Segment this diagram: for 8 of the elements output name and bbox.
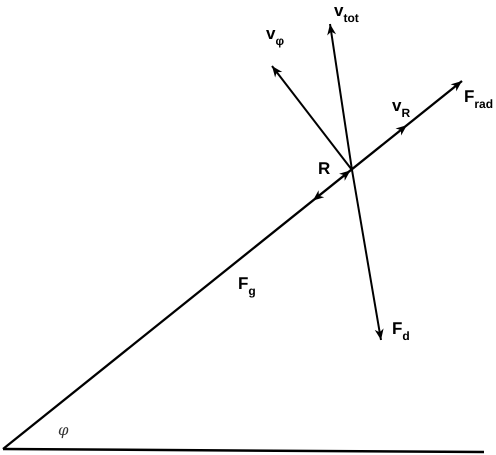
point-label: R (318, 160, 330, 177)
vector-label: F$_{d}$ (392, 320, 410, 342)
vector-label: F$_{rad}$ (464, 88, 494, 110)
vector-label: v$_{φ}$ (266, 25, 284, 47)
angle-label: φ (58, 423, 69, 438)
vector-label: v$_{tot}$ (334, 2, 359, 24)
vector-label: v$_{R}$ (392, 97, 410, 119)
vector-label: F$_{g}$ (238, 275, 256, 297)
